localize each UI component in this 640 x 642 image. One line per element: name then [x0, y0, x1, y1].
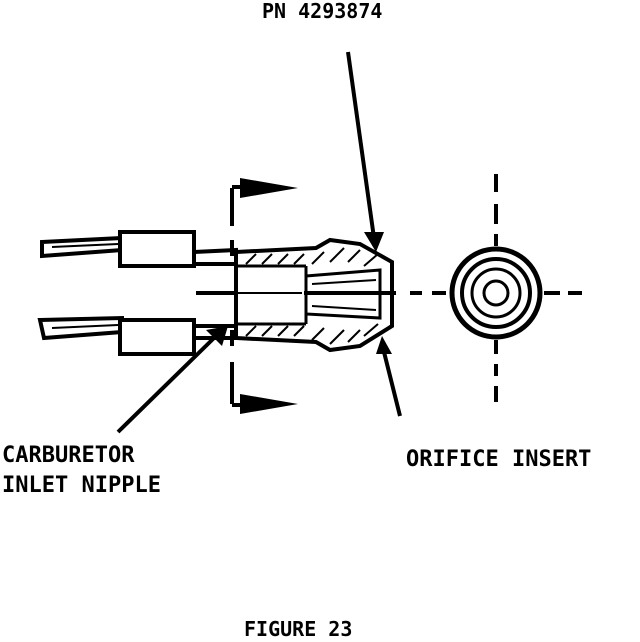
- orifice-insert-leader-arrow: [376, 336, 402, 417]
- carburetor-label-line1: CARBURETOR: [2, 443, 135, 468]
- orifice-insert-label: ORIFICE INSERT: [406, 447, 591, 472]
- section-cut-line: [230, 185, 246, 407]
- part-number-leader-arrow: [346, 51, 384, 252]
- part-number-label: PN 4293874: [262, 0, 382, 23]
- figure-caption: FIGURE 23: [244, 617, 352, 641]
- fuel-line-lower: [37, 315, 238, 356]
- section-arrow-bottom: [240, 394, 298, 414]
- carburetor-nipple-leader-arrow: [116, 326, 228, 434]
- fuel-line-upper: [40, 230, 238, 268]
- section-arrow-top: [240, 178, 298, 198]
- orifice-insert-section: [304, 268, 382, 320]
- end-view: [449, 174, 543, 402]
- carburetor-label-line2: INLET NIPPLE: [2, 473, 161, 498]
